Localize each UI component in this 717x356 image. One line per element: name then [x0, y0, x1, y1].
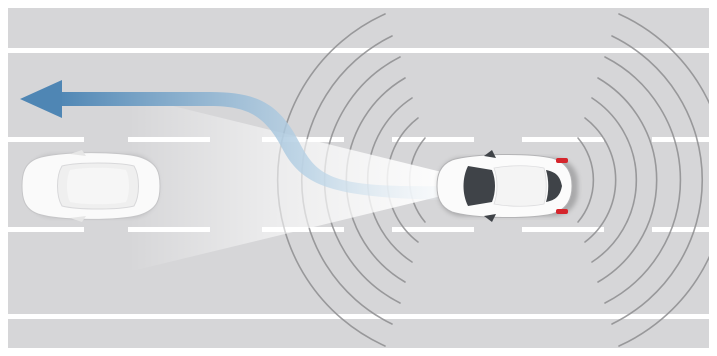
lane-edge-line-bottom	[8, 314, 709, 319]
ego-car-icon	[437, 150, 578, 222]
lane-edge-line-top	[8, 48, 709, 53]
lead-car-icon	[22, 150, 160, 222]
